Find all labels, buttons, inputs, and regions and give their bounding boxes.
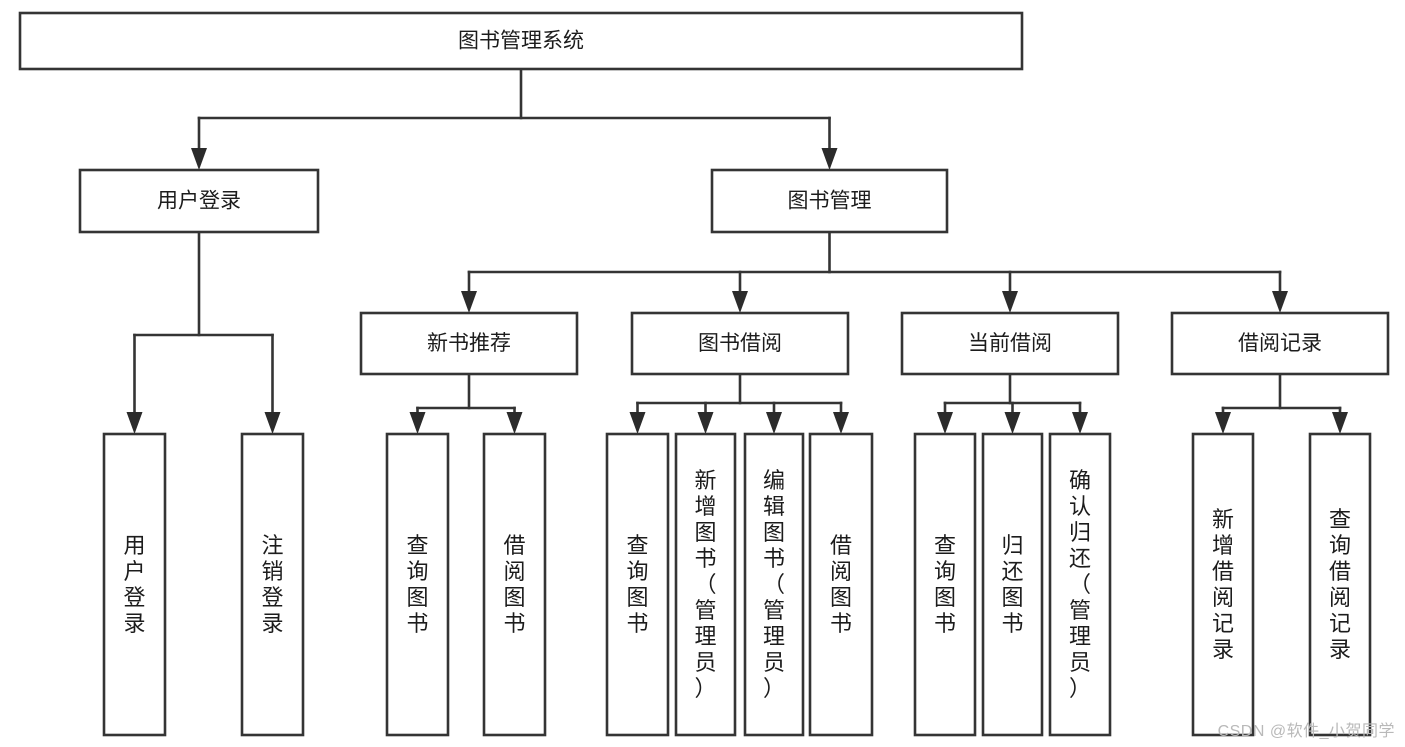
node-user-login-box — [78, 168, 320, 234]
node-leaf-query-borrow-record[interactable]: 查询借阅记录 — [1308, 432, 1372, 737]
connector-arrowhead — [629, 412, 646, 434]
connector-arrowhead — [126, 412, 143, 434]
node-leaf-query-book-3-label: 查询图书 — [934, 533, 956, 636]
connector-arrowhead — [732, 291, 748, 313]
node-leaf-add-book-admin[interactable]: 新增图书（管理员） — [674, 432, 737, 737]
node-leaf-query-book-2-label: 查询图书 — [626, 533, 648, 636]
node-leaf-user-logout-box — [240, 432, 305, 737]
node-root-system-box — [18, 11, 1024, 71]
connector-arrowhead — [833, 412, 849, 434]
node-root-system-label: 图书管理系统 — [458, 30, 584, 53]
node-root-system[interactable]: 图书管理系统 — [18, 11, 1024, 71]
node-leaf-add-borrow-record-box — [1191, 432, 1255, 737]
node-book-management[interactable]: 图书管理 — [710, 168, 949, 234]
node-leaf-add-book-admin-label: 新增图书（管理员） — [694, 468, 716, 701]
connector-arrowhead — [1072, 412, 1088, 434]
node-leaf-add-borrow-record-label: 新增借阅记录 — [1212, 507, 1234, 662]
node-current-borrow-box — [900, 311, 1120, 376]
node-leaf-borrow-book-1[interactable]: 借阅图书 — [482, 432, 547, 737]
node-leaf-confirm-return-admin-box — [1048, 432, 1112, 737]
connector-arrowhead — [1004, 412, 1021, 434]
node-leaf-confirm-return-admin-label: 确认归还（管理员） — [1069, 468, 1091, 701]
connector-arrowhead — [461, 291, 477, 313]
node-new-book-recommend-label: 新书推荐 — [427, 332, 511, 355]
node-leaf-borrow-book-2[interactable]: 借阅图书 — [808, 432, 874, 737]
node-leaf-query-book-3-box — [913, 432, 977, 737]
connector-arrowhead — [1332, 412, 1348, 434]
node-borrow-record[interactable]: 借阅记录 — [1170, 311, 1390, 376]
connector-arrowhead — [506, 412, 523, 434]
node-leaf-user-login-box — [102, 432, 167, 737]
connector-arrowhead — [264, 412, 281, 434]
node-leaf-edit-book-admin[interactable]: 编辑图书（管理员） — [743, 432, 805, 737]
node-user-login-label: 用户登录 — [157, 190, 241, 213]
node-leaf-edit-book-admin-box — [743, 432, 805, 737]
node-current-borrow[interactable]: 当前借阅 — [900, 311, 1120, 376]
node-leaf-query-borrow-record-box — [1308, 432, 1372, 737]
node-leaf-borrow-book-1-label: 借阅图书 — [503, 533, 525, 636]
node-leaf-edit-book-admin-label: 编辑图书（管理员） — [763, 468, 785, 701]
csdn-watermark: CSDN @软件_小贺同学 — [1217, 723, 1395, 740]
node-leaf-query-book-1-box — [385, 432, 450, 737]
node-leaf-query-book-1-label: 查询图书 — [406, 533, 428, 636]
node-leaf-return-book-label: 归还图书 — [1001, 533, 1023, 636]
node-book-management-label: 图书管理 — [788, 190, 872, 213]
node-leaf-query-book-2[interactable]: 查询图书 — [605, 432, 670, 737]
node-leaf-query-book-1[interactable]: 查询图书 — [385, 432, 450, 737]
node-book-borrow[interactable]: 图书借阅 — [630, 311, 850, 376]
node-leaf-borrow-book-1-box — [482, 432, 547, 737]
node-leaf-return-book[interactable]: 归还图书 — [981, 432, 1044, 737]
connector-arrowhead — [1272, 291, 1288, 313]
node-leaf-borrow-book-2-label: 借阅图书 — [830, 533, 852, 636]
node-leaf-user-logout[interactable]: 注销登录 — [240, 432, 305, 737]
connector-arrowhead — [191, 148, 207, 170]
node-book-borrow-box — [630, 311, 850, 376]
node-borrow-record-box — [1170, 311, 1390, 376]
connector-arrowhead — [409, 412, 426, 434]
node-user-login[interactable]: 用户登录 — [78, 168, 320, 234]
node-leaf-query-borrow-record-label: 查询借阅记录 — [1329, 507, 1351, 662]
connector-arrowhead — [1002, 291, 1018, 313]
node-layer: 用户登录图书管理用户登录注销登录新书推荐查询图书借阅图书图书借阅查询图书新增图书… — [18, 11, 1390, 737]
connector-arrowhead — [1215, 412, 1231, 434]
node-leaf-borrow-book-2-box — [808, 432, 874, 737]
connector-arrowhead — [937, 412, 953, 434]
node-leaf-user-login[interactable]: 用户登录 — [102, 432, 167, 737]
node-new-book-recommend[interactable]: 新书推荐 — [359, 311, 579, 376]
connector-layer — [126, 67, 1348, 434]
node-new-book-recommend-box — [359, 311, 579, 376]
connector-arrowhead — [697, 412, 714, 434]
node-leaf-add-borrow-record[interactable]: 新增借阅记录 — [1191, 432, 1255, 737]
node-leaf-user-logout-label: 注销登录 — [261, 533, 283, 636]
node-borrow-record-label: 借阅记录 — [1238, 332, 1322, 355]
connector-arrowhead — [766, 412, 782, 434]
node-current-borrow-label: 当前借阅 — [968, 332, 1052, 355]
node-leaf-query-book-2-box — [605, 432, 670, 737]
node-leaf-add-book-admin-box — [674, 432, 737, 737]
connector-arrowhead — [821, 148, 838, 170]
node-leaf-return-book-box — [981, 432, 1044, 737]
node-leaf-query-book-3[interactable]: 查询图书 — [913, 432, 977, 737]
node-book-borrow-label: 图书借阅 — [698, 332, 782, 355]
node-book-management-box — [710, 168, 949, 234]
node-leaf-user-login-label: 用户登录 — [123, 533, 145, 636]
node-leaf-confirm-return-admin[interactable]: 确认归还（管理员） — [1048, 432, 1112, 737]
